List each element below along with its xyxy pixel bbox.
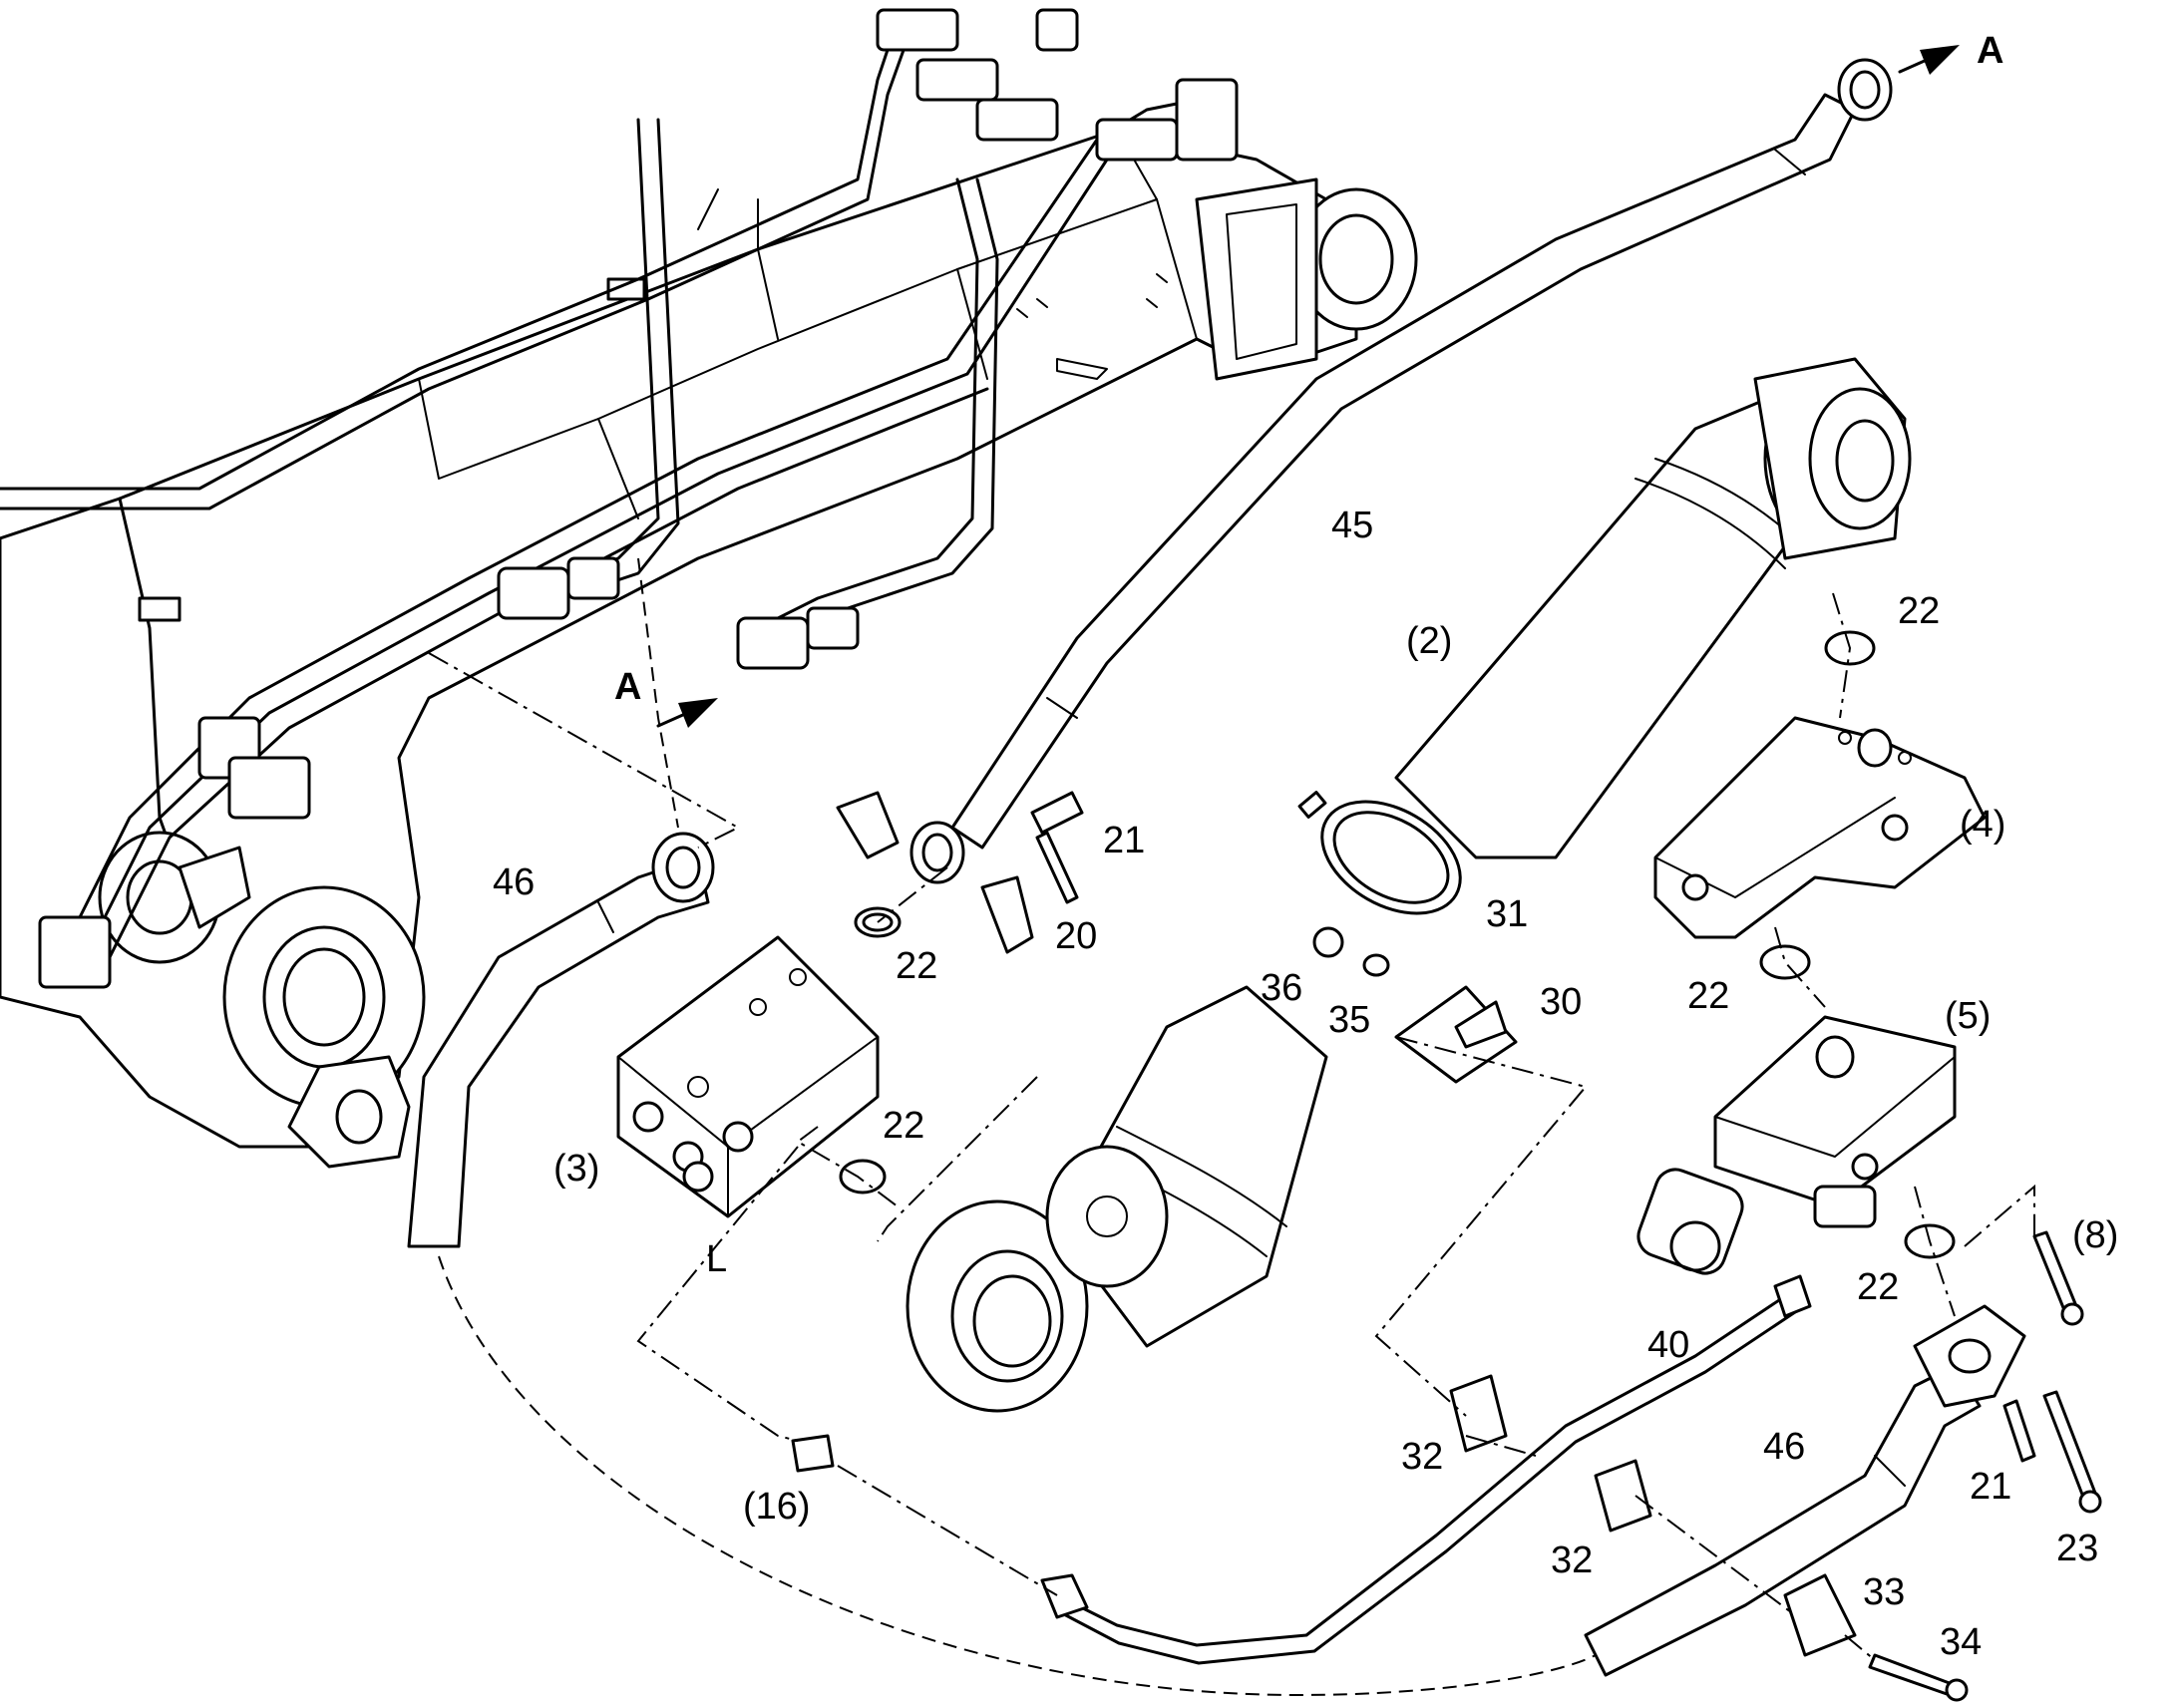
callout-40: 40 xyxy=(1647,1324,1690,1366)
hose-46-left xyxy=(407,832,715,1248)
callout-31: 31 xyxy=(1486,893,1529,935)
callout-45: 45 xyxy=(1331,505,1374,546)
boom-arm xyxy=(0,128,1418,1169)
callout-35: 35 xyxy=(1328,999,1371,1041)
assembly-leader-lines xyxy=(428,557,2035,1697)
callout-34: 34 xyxy=(1940,1621,1983,1663)
arrow-label-a-left: A xyxy=(614,666,642,708)
callout-46-right: 46 xyxy=(1763,1426,1806,1468)
callout-22-e: 22 xyxy=(1857,1266,1900,1308)
callout-33: 33 xyxy=(1863,1571,1906,1613)
callout-32-b: 32 xyxy=(1551,1539,1594,1581)
arrow-a-left xyxy=(656,698,718,728)
valve-block-3 xyxy=(616,935,880,1218)
callout-32-a: 32 xyxy=(1401,1436,1444,1478)
callout-5: (5) xyxy=(1945,995,1992,1037)
arrow-a-top xyxy=(1898,45,1960,75)
callout-36: 36 xyxy=(1261,967,1303,1009)
callout-22-a: 22 xyxy=(1898,590,1941,632)
callout-4: (4) xyxy=(1960,804,2006,846)
callout-30: 30 xyxy=(1540,981,1583,1023)
hose-45 xyxy=(909,58,1893,884)
callout-8: (8) xyxy=(2072,1214,2119,1256)
callout-3: (3) xyxy=(553,1148,600,1190)
hose-46-right xyxy=(1584,1364,1982,1677)
callout-21-a: 21 xyxy=(1103,820,1146,861)
cylinder-upper xyxy=(1394,357,1912,859)
pipe-clamps xyxy=(38,8,1239,989)
clamp-and-bracket-parts xyxy=(791,630,2102,1702)
arrow-label-a-top: A xyxy=(1977,30,2004,72)
callout-20: 20 xyxy=(1055,915,1098,957)
callout-22-c: 22 xyxy=(1687,975,1730,1017)
callout-21-b: 21 xyxy=(1970,1466,2012,1508)
callout-22-d: 22 xyxy=(883,1105,925,1147)
callout-L: L xyxy=(706,1238,728,1280)
callout-22-b: 22 xyxy=(896,945,938,987)
callout-2: (2) xyxy=(1406,620,1453,662)
callout-23: 23 xyxy=(2056,1528,2099,1569)
callout-16: (16) xyxy=(743,1486,811,1528)
hose-40 xyxy=(1040,1274,1812,1665)
callout-46-left: 46 xyxy=(493,861,536,903)
valve-block-5 xyxy=(1636,1015,1957,1275)
cylinder-lower xyxy=(906,985,1328,1413)
valve-block-4 xyxy=(1653,716,1987,939)
